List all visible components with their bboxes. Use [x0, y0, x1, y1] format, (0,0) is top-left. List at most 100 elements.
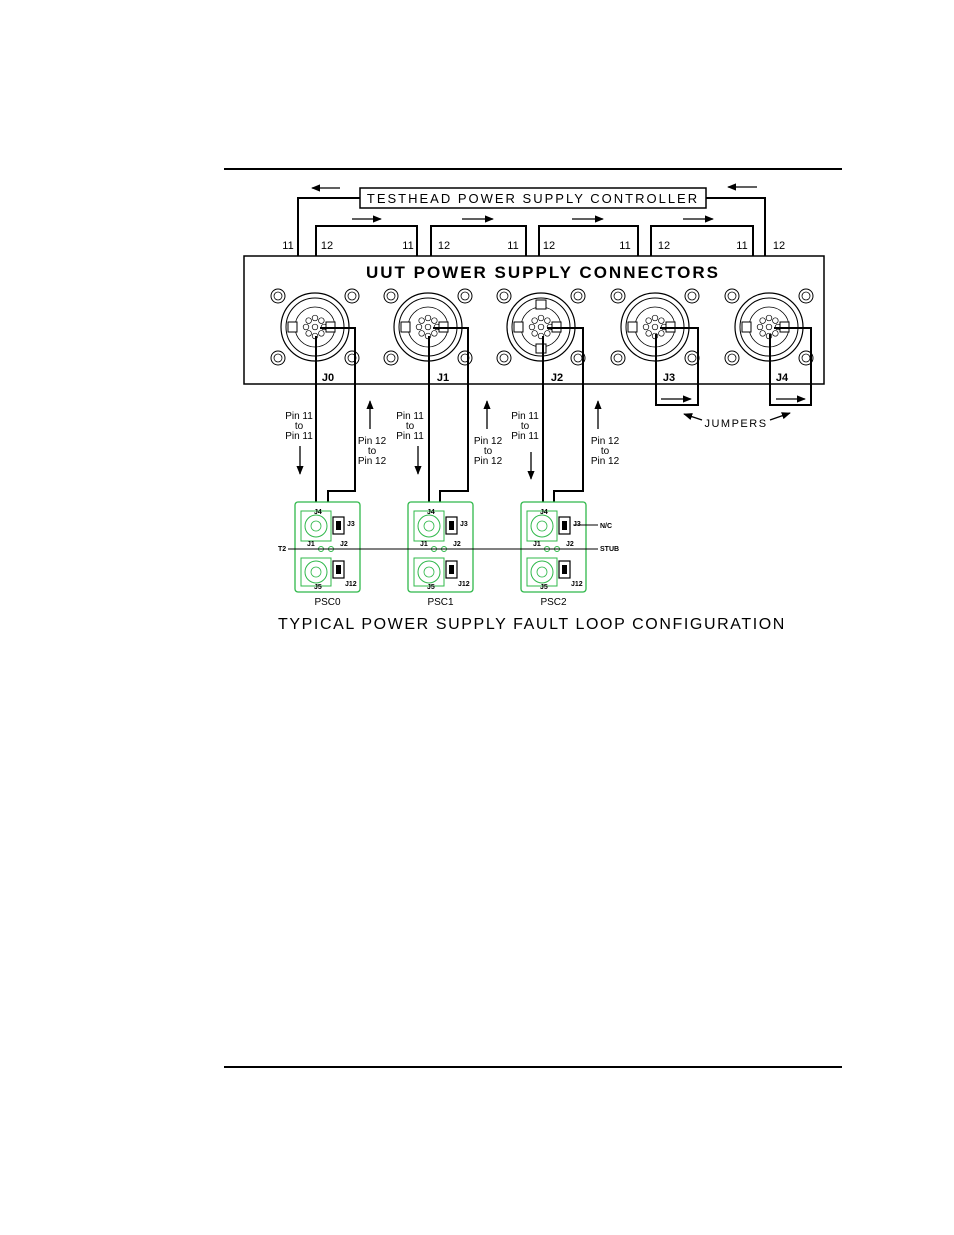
connector-key — [741, 321, 752, 333]
jumper-top-2 — [430, 225, 527, 256]
connector-key — [400, 321, 411, 333]
connector-key — [535, 299, 547, 310]
board-label-j2: J2 — [566, 541, 574, 548]
connector-pin — [531, 317, 538, 324]
t2-label: T2 — [278, 546, 286, 553]
board-label-j12: J12 — [571, 581, 583, 588]
board-connector-j3-pins — [336, 521, 341, 530]
note-psc1-pin12-a: Pin 12 — [474, 436, 503, 447]
connector-pin — [765, 314, 773, 322]
jumper-j3 — [655, 327, 699, 406]
jumper-top-4 — [650, 225, 754, 256]
mount-hole-inner — [499, 291, 509, 301]
arrow-jumpers-left — [683, 413, 703, 421]
connector-pin — [544, 330, 551, 337]
mount-hole-inner — [460, 291, 470, 301]
flow-arrows-top — [311, 183, 757, 223]
note-psc1-pin11-a: Pin 11 — [396, 411, 424, 422]
board-connector-j12-pins — [449, 565, 454, 574]
board-connector-j3-pins — [449, 521, 454, 530]
mount-hole — [610, 350, 626, 366]
board-label-j4: J4 — [540, 509, 548, 516]
connector-pin — [318, 317, 325, 324]
stub-label: STUB — [600, 546, 619, 553]
board-connector-j4-core — [310, 520, 322, 532]
connector-pin — [418, 317, 425, 324]
mount-hole — [798, 350, 814, 366]
connector-pin — [305, 317, 312, 324]
jumpers-label: JUMPERS — [704, 418, 767, 430]
controller-title: TESTHEAD POWER SUPPLY CONTROLLER — [367, 191, 699, 206]
board-connector-j5-ring — [530, 560, 554, 584]
board-name: PSC2 — [540, 597, 567, 608]
connector-pin — [537, 323, 545, 331]
board-label-j5: J5 — [314, 584, 322, 591]
connector-pin — [431, 317, 438, 324]
board-connector-j5 — [300, 557, 332, 587]
connector-label-j2: J2 — [551, 372, 563, 384]
connector-label-j4: J4 — [776, 372, 789, 384]
board-label-j4: J4 — [314, 509, 322, 516]
jumper-j4 — [769, 327, 812, 406]
board-connector-j5-core — [423, 566, 435, 578]
mount-hole — [344, 350, 360, 366]
connector-pin — [759, 317, 766, 324]
board-label-j2: J2 — [453, 541, 461, 548]
mount-hole — [724, 350, 740, 366]
connector-pin — [431, 330, 438, 337]
mount-hole — [344, 288, 360, 304]
psc-boards: J4J3J1J2J5J12PSC0J4J3J1J2J5J12PSC1J4J3J1… — [294, 501, 587, 608]
mount-hole-inner — [386, 353, 396, 363]
connector-pin — [528, 323, 536, 331]
mount-hole-inner — [273, 353, 283, 363]
note-psc1-pin11-c: Pin 11 — [396, 431, 424, 442]
figure-caption: TYPICAL POWER SUPPLY FAULT LOOP CONFIGUR… — [278, 616, 786, 633]
note-psc0-pin11-a: Pin 11 — [285, 411, 313, 422]
connector-pin — [415, 323, 423, 331]
mount-hole-inner — [386, 291, 396, 301]
connector-pin — [772, 317, 779, 324]
connector-pin — [759, 330, 766, 337]
note-psc2-pin11-c: Pin 11 — [511, 431, 539, 442]
mount-hole — [383, 350, 399, 366]
note-psc0-pin12-a: Pin 12 — [358, 436, 387, 447]
pin-label: 11 — [619, 240, 630, 252]
board-connector-j5 — [526, 557, 558, 587]
note-psc1-pin12-c: Pin 12 — [474, 456, 503, 467]
connector-pin — [645, 330, 652, 337]
uut-connector-panel: UUT POWER SUPPLY CONNECTORS J0 J1 J2 J3 … — [243, 255, 825, 385]
bottom-rule — [224, 1066, 842, 1068]
mount-hole — [798, 288, 814, 304]
jumper-top-3 — [538, 225, 639, 256]
jumper-top-1 — [315, 225, 418, 256]
mount-hole — [496, 350, 512, 366]
board-outline — [294, 501, 361, 593]
mount-hole — [724, 288, 740, 304]
wire-left-pin11 — [297, 197, 360, 256]
pin-label: 12 — [773, 240, 785, 252]
connector-key — [627, 321, 638, 333]
note-psc0-pin12-b: to — [368, 446, 377, 457]
board-connector-j4-ring — [304, 514, 328, 538]
connector-pin — [537, 314, 545, 322]
mount-hole-inner — [687, 353, 697, 363]
top-pin-labels: 11 12 11 12 11 12 11 12 11 12 — [282, 240, 785, 252]
connector-pin — [424, 323, 432, 331]
connector-pin — [424, 314, 432, 322]
mount-hole — [496, 288, 512, 304]
pin-label: 12 — [543, 240, 555, 252]
mount-hole — [570, 350, 586, 366]
note-psc2-pin11-b: to — [521, 421, 530, 432]
board-connector-j5-ring — [417, 560, 441, 584]
mount-hole — [383, 288, 399, 304]
pin-label: 11 — [282, 240, 293, 252]
mount-hole — [684, 288, 700, 304]
board-label-j4: J4 — [427, 509, 435, 516]
pin-label: 12 — [321, 240, 333, 252]
mount-hole — [457, 288, 473, 304]
note-psc2-pin12-a: Pin 12 — [591, 436, 620, 447]
connector-j2 — [496, 288, 586, 366]
